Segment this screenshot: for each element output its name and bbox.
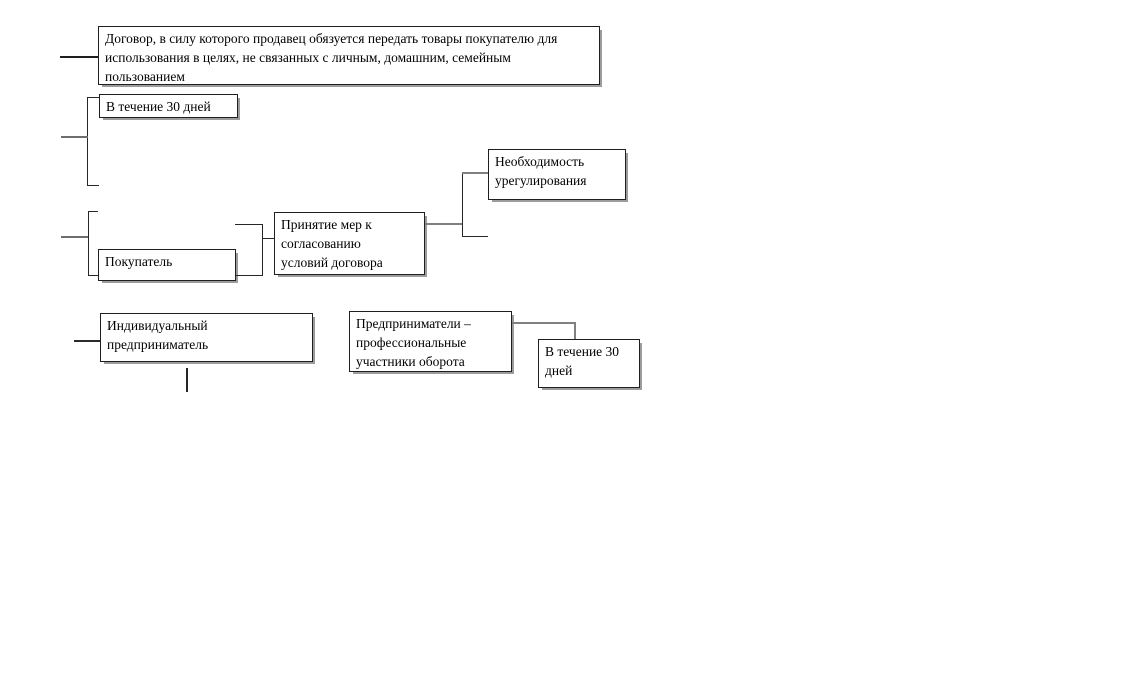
node-professional-entrepreneurs: Предприниматели – профессиональные участ…	[349, 311, 512, 372]
connector-stub-entrepreneur	[74, 340, 100, 342]
node-within-30-days-bottom: В течение 30 дней	[538, 339, 640, 388]
connector-entrepreneur-down	[186, 368, 188, 392]
node-individual-entrepreneur: Индивидуальный предприниматель	[100, 313, 313, 362]
connector-bracket-buyer-vertical	[88, 211, 89, 276]
connector-bracket-measures-mid-tick	[262, 238, 274, 239]
connector-bracket-need-top-tick	[462, 172, 488, 174]
connector-bracket-measures-top-tick	[235, 224, 263, 225]
node-contract-definition: Договор, в силу которого продавец обязуе…	[98, 26, 600, 85]
node-within-30-days-top: В течение 30 дней	[99, 94, 238, 118]
connector-stub-buyer	[61, 236, 88, 238]
connector-buyer-to-measures	[236, 275, 263, 276]
connector-bracket-days-vertical	[87, 97, 88, 186]
connector-stub-contract	[60, 56, 98, 58]
connector-bracket-days-bottom-tick	[87, 185, 99, 186]
connector-bracket-buyer-top-tick	[88, 211, 98, 212]
connector-bracket-need-bottom-tick	[462, 236, 488, 237]
connector-bracket-need-vertical	[462, 173, 463, 237]
connector-pro-to-days-vertical	[574, 322, 576, 339]
connector-bracket-buyer-bottom-tick	[88, 275, 98, 276]
connector-stub-days	[61, 136, 88, 138]
node-need-settlement: Необходимость урегулирования	[488, 149, 626, 200]
node-measures-to-agree: Принятие мер к согласованию условий дого…	[274, 212, 425, 275]
node-buyer: Покупатель	[98, 249, 236, 281]
connector-measures-to-need-horizontal	[425, 223, 463, 225]
connector-pro-to-days-horizontal	[512, 322, 576, 324]
connector-bracket-measures-vertical	[262, 224, 263, 276]
connector-bracket-days-top-tick	[87, 97, 99, 98]
